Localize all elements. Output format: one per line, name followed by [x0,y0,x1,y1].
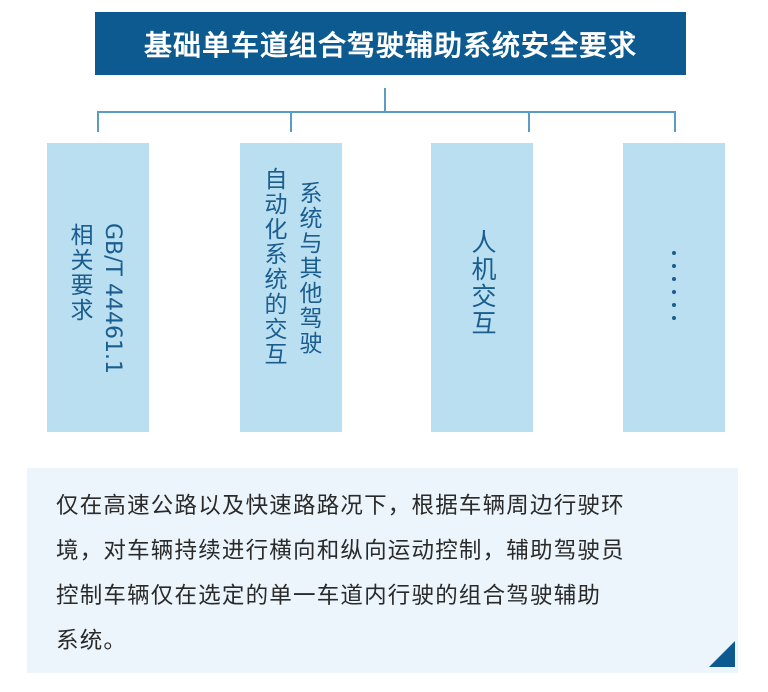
definition-line: 境，对车辆持续进行横向和纵向运动控制，辅助驾驶员 [56,538,625,564]
corner-triangle-icon [709,641,735,667]
connector-bar [97,111,676,113]
connector-branch-2 [290,111,292,132]
definition-panel: 仅在高速公路以及快速路路况下，根据车辆周边行驶环 境，对车辆持续进行横向和纵向运… [27,468,738,673]
diagram-title: 基础单车道组合驾驶辅助系统安全要求 [95,12,686,75]
ellipsis-icon [672,251,676,320]
connector-branch-1 [97,111,99,132]
connector-branch-4 [674,111,676,132]
node-hmi: 人机交互 [431,143,533,432]
definition-line: 系统。 [56,628,128,654]
definition-line: 仅在高速公路以及快速路路况下，根据车辆周边行驶环 [56,493,625,519]
node-system-interaction-line2: 自动化系统的交互 [260,167,286,367]
definition-line: 控制车辆仅在选定的单一车道内行驶的组合驾驶辅助 [56,583,602,609]
connector-branch-3 [528,111,530,132]
node-gbt-code: GB/T 44461.1 [100,223,125,374]
diagram-title-text: 基础单车道组合驾驶辅助系统安全要求 [143,28,637,62]
node-more [623,143,725,432]
node-system-interaction-line1: 系统与其他驾驶 [295,181,321,356]
node-gbt-label: 相关要求 [66,223,92,323]
node-hmi-label: 人机交互 [468,229,497,337]
node-system-interaction: 系统与其他驾驶 自动化系统的交互 [240,143,342,432]
connector-trunk [384,88,386,112]
definition-text: 仅在高速公路以及快速路路况下，根据车辆周边行驶环 境，对车辆持续进行横向和纵向运… [56,484,721,664]
node-gbt-requirements: GB/T 44461.1 相关要求 [47,143,149,432]
